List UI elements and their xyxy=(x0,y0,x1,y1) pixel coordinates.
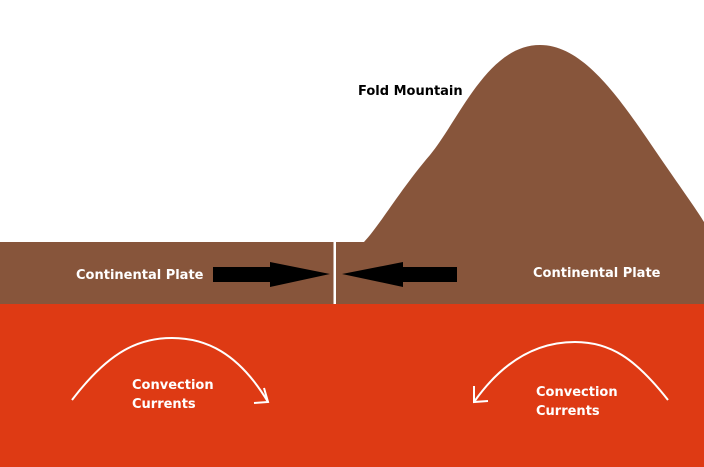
right-continental-plate-label: Continental Plate xyxy=(533,266,661,281)
left-convection-currents-label: Convection Currents xyxy=(132,376,214,414)
left-convection-label-line2: Currents xyxy=(132,397,196,412)
right-convection-currents-label: Convection Currents xyxy=(536,383,618,421)
mantle-layer xyxy=(0,304,704,467)
left-continental-plate-label: Continental Plate xyxy=(76,268,204,283)
right-convection-label-line2: Currents xyxy=(536,404,600,419)
right-convection-label-line1: Convection xyxy=(536,385,618,400)
left-compression-arrow xyxy=(213,262,330,287)
right-convection-current-arrow xyxy=(473,340,669,404)
left-convection-label-line1: Convection xyxy=(132,378,214,393)
right-plate-and-fold-mountain xyxy=(336,45,704,304)
right-compression-arrow xyxy=(342,262,457,287)
left-convection-current-arrow xyxy=(71,336,270,404)
fold-mountain-label: Fold Mountain xyxy=(358,84,463,99)
